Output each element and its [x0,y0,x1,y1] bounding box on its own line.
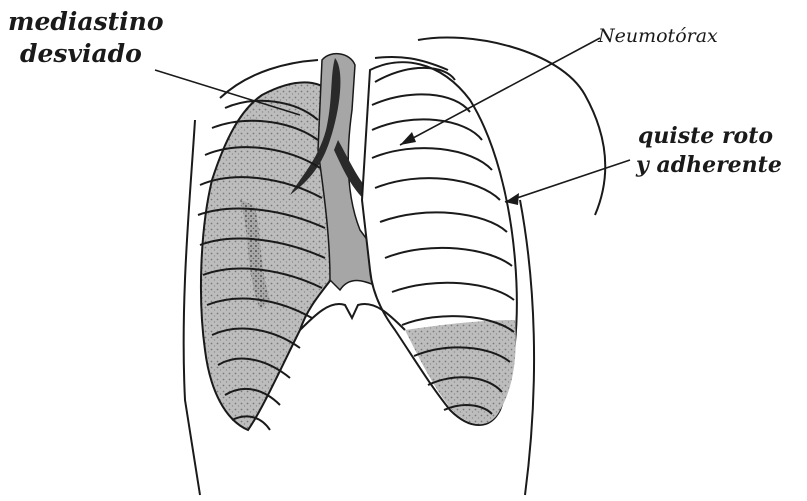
label-neumotorax: Neumotórax [597,25,718,47]
label-mediastino: mediastino [8,7,164,36]
label-y-adherente: y adherente [635,152,782,178]
quiste-leader [505,160,630,202]
label-quiste-roto: quiste roto [638,123,773,149]
label-desviado: desviado [20,39,142,68]
left-lung [362,62,517,425]
